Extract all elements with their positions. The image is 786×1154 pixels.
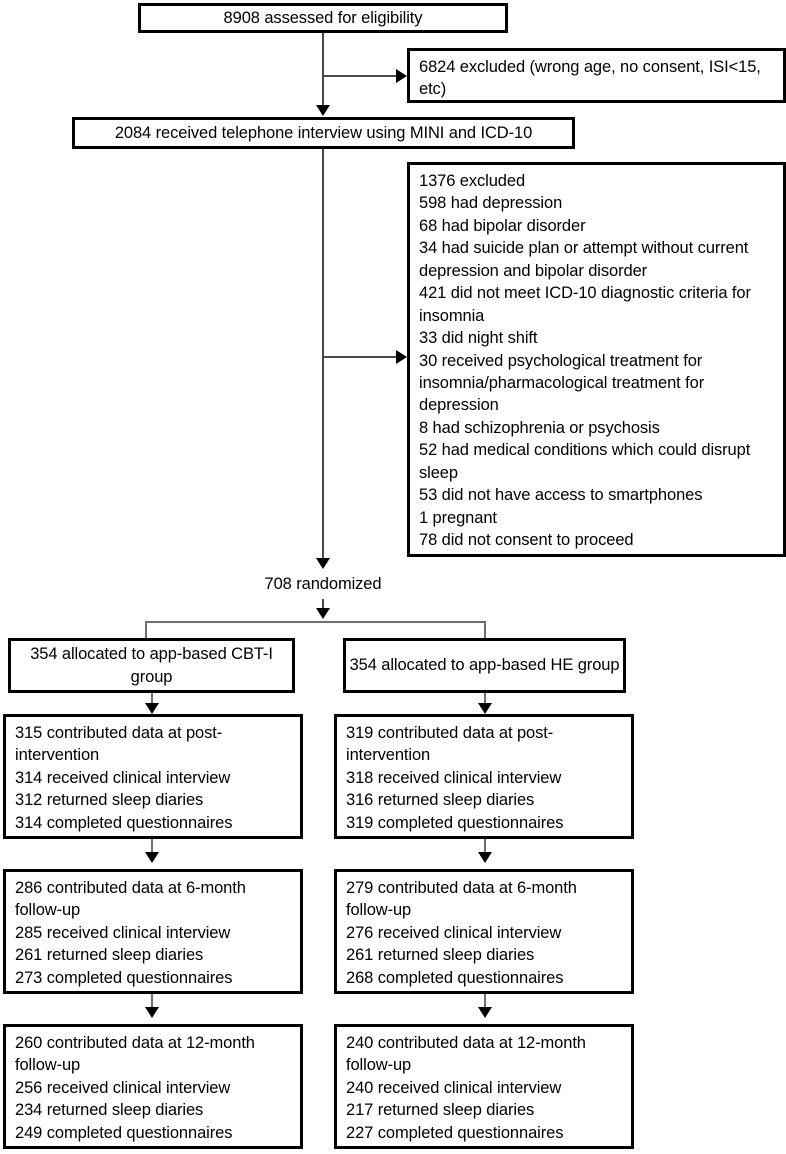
arrowhead-cbti-12mo	[145, 1007, 159, 1018]
box-6month-cbti: 286 contributed data at 6-month follow-u…	[3, 869, 303, 994]
box-6month-he-text: 279 contributed data at 6-month follow-u…	[346, 879, 577, 987]
box-12month-cbti-text: 260 contributed data at 12-month follow-…	[15, 1034, 255, 1142]
box-allocation-cbti-text: 354 allocated to app-based CBT-I group	[30, 645, 273, 686]
arrowhead-he-post	[478, 703, 492, 714]
arrowhead-cbti-6mo	[145, 852, 159, 863]
arrowhead-to-excluded-first	[396, 69, 407, 83]
box-telephone-interview: 2084 received telephone interview using …	[72, 117, 575, 149]
connector-he-post-to-6mo	[484, 839, 486, 861]
connector-assessed-to-interview	[322, 33, 324, 109]
box-post-intervention-cbti: 315 contributed data at post-interventio…	[3, 714, 303, 839]
arrowhead-cbti-post	[145, 703, 159, 714]
connector-randomized-down	[322, 599, 324, 612]
connector-to-excluded-second	[323, 356, 399, 358]
box-allocation-cbti: 354 allocated to app-based CBT-I group	[8, 638, 295, 693]
box-6month-he: 279 contributed data at 6-month follow-u…	[334, 869, 634, 994]
box-6month-cbti-text: 286 contributed data at 6-month follow-u…	[15, 879, 246, 987]
arrowhead-to-excluded-second	[396, 350, 407, 364]
box-telephone-interview-text: 2084 received telephone interview using …	[114, 123, 533, 142]
box-excluded-first-text: 6824 excluded (wrong age, no consent, IS…	[419, 58, 761, 99]
connector-cbti-6mo-to-12mo	[151, 994, 153, 1016]
box-assessed-for-eligibility: 8908 assessed for eligibility	[138, 3, 508, 33]
connector-split-horizontal	[145, 621, 486, 623]
connector-split-right-drop	[484, 621, 486, 638]
box-post-intervention-he-text: 319 contributed data at post-interventio…	[346, 724, 564, 832]
arrowhead-to-interview	[316, 105, 330, 116]
box-excluded-second: 1376 excluded 598 had depression 68 had …	[407, 162, 786, 557]
box-post-intervention-cbti-text: 315 contributed data at post-interventio…	[15, 724, 233, 832]
box-excluded-first: 6824 excluded (wrong age, no consent, IS…	[407, 48, 786, 103]
arrowhead-to-randomized	[316, 558, 330, 569]
box-allocation-he: 354 allocated to app-based HE group	[343, 638, 626, 693]
connector-he-6mo-to-12mo	[484, 994, 486, 1016]
connector-he-alloc-to-post	[484, 693, 486, 712]
box-12month-he-text: 240 contributed data at 12-month follow-…	[346, 1034, 586, 1142]
box-post-intervention-he: 319 contributed data at post-interventio…	[334, 714, 634, 839]
box-allocation-he-text: 354 allocated to app-based HE group	[349, 656, 620, 675]
box-12month-he: 240 contributed data at 12-month follow-…	[334, 1024, 634, 1149]
arrowhead-he-6mo	[478, 852, 492, 863]
box-randomized-inner: 708 randomized	[138, 569, 508, 599]
connector-to-excluded-first	[323, 75, 399, 77]
arrowhead-he-12mo	[478, 1007, 492, 1018]
arrowhead-randomized-split	[316, 608, 330, 619]
box-12month-cbti: 260 contributed data at 12-month follow-…	[3, 1024, 303, 1149]
box-randomized-text: 708 randomized	[264, 574, 382, 593]
box-excluded-second-text: 1376 excluded 598 had depression 68 had …	[419, 172, 751, 549]
connector-cbti-alloc-to-post	[151, 693, 153, 712]
connector-cbti-post-to-6mo	[151, 839, 153, 861]
connector-split-left-drop	[145, 621, 147, 638]
box-assessed-for-eligibility-text: 8908 assessed for eligibility	[223, 8, 423, 27]
